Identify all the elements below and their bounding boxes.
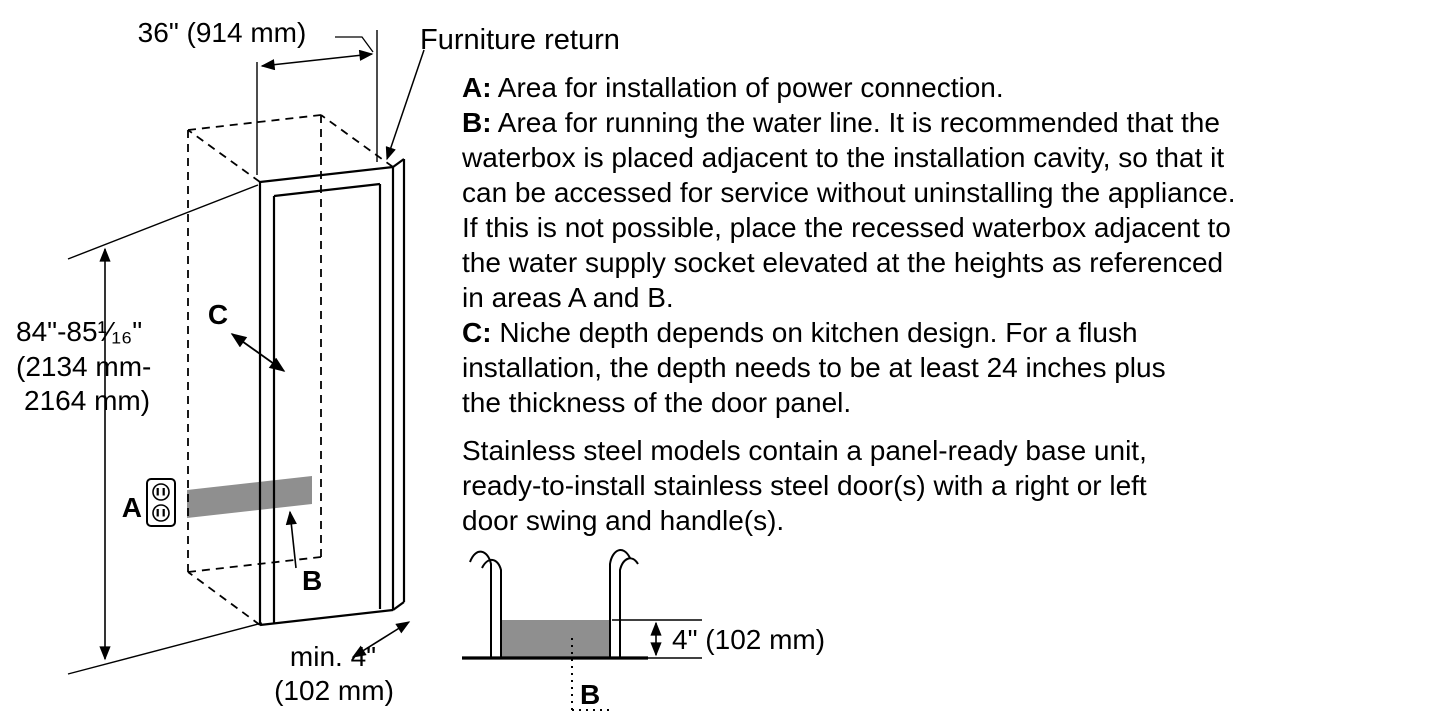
note-c-text: Niche depth depends on kitchen design. F… <box>462 317 1166 418</box>
installation-diagram: 36" (914 mm) 84"-85¹⁄₁₆" (2134 mm- 2164 … <box>16 17 425 706</box>
section-depth-dimension: 4" (102 mm) <box>612 619 825 659</box>
note-a-text: Area for installation of power connectio… <box>497 72 1004 103</box>
min-depth-line2: (102 mm) <box>274 675 394 706</box>
note-a: A: Area for installation of power connec… <box>462 70 1442 105</box>
note-b: B: Area for running the water line. It i… <box>462 105 1442 315</box>
label-b: B <box>302 565 322 596</box>
water-line-callout: B <box>285 510 322 596</box>
body-paragraph: Stainless steel models contain a panel-r… <box>462 435 1147 536</box>
section-walls <box>469 549 639 658</box>
notes-block: A: Area for installation of power connec… <box>462 70 1442 538</box>
min-depth-line1: min. 4" <box>290 641 376 672</box>
power-outlet-icon <box>146 478 176 527</box>
note-b-text: Area for running the water line. It is r… <box>462 107 1236 313</box>
note-b-prefix: B: <box>462 107 492 138</box>
label-c: C <box>208 299 228 330</box>
note-c: C: Niche depth depends on kitchen design… <box>462 315 1442 420</box>
furniture-return-leader <box>385 49 425 161</box>
power-connection-callout: A <box>122 478 176 527</box>
height-dimension-line1: 84"-85¹⁄₁₆" <box>16 316 142 347</box>
height-dimension-line3: 2164 mm) <box>24 385 150 416</box>
height-dimension: 84"-85¹⁄₁₆" (2134 mm- 2164 mm) <box>16 184 263 675</box>
note-a-prefix: A: <box>462 72 492 103</box>
width-dimension-label: 36" (914 mm) <box>138 17 307 48</box>
label-a: A <box>122 492 142 523</box>
water-line-area-band <box>187 476 312 518</box>
section-label-b: B <box>580 679 600 710</box>
section-depth-label: 4" (102 mm) <box>672 624 825 655</box>
furniture-return-label: Furniture return <box>420 24 620 56</box>
niche-cavity-dashed-outline <box>187 114 394 626</box>
furniture-return-frame <box>258 158 406 627</box>
min-depth-dimension: min. 4" (102 mm) <box>274 621 411 706</box>
note-c-prefix: C: <box>462 317 492 348</box>
niche-depth-callout: C <box>208 299 286 372</box>
section-water-line-callout: B <box>571 638 614 711</box>
waterbox-shaded-area <box>500 620 610 658</box>
waterbox-section-view: 4" (102 mm) B <box>462 549 825 711</box>
height-dimension-line2: (2134 mm- <box>16 351 151 382</box>
width-dimension: 36" (914 mm) <box>138 17 378 175</box>
